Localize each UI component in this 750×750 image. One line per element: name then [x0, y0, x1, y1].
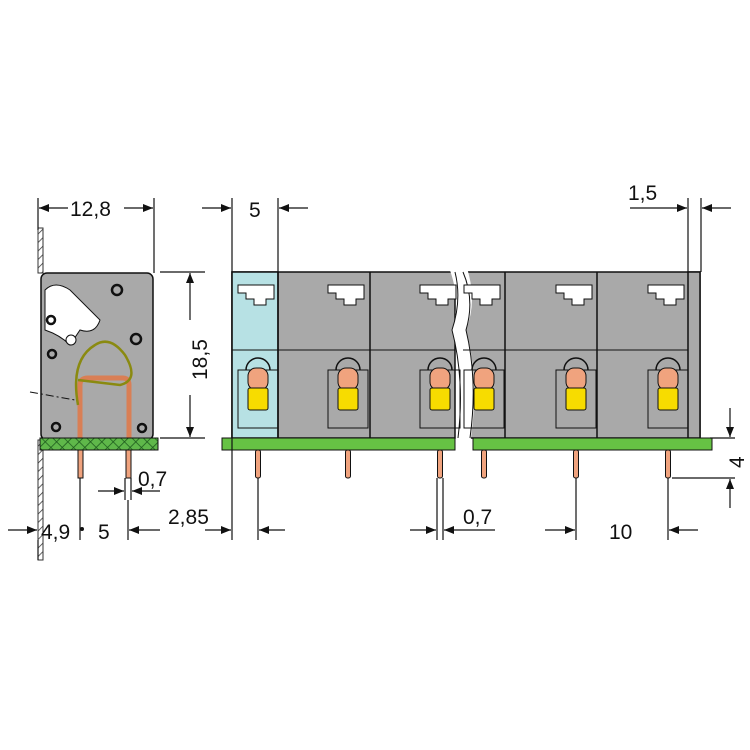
- push-button-slot-icon: [555, 284, 593, 306]
- clamp-loop: [563, 357, 589, 371]
- dim-pitch-top: 5: [249, 199, 261, 222]
- push-button-slot-icon: [647, 284, 685, 306]
- dim-pin-width-side: 0,7: [138, 468, 167, 491]
- push-button-slot-icon: [463, 284, 501, 306]
- dim-pitch-bottom: 10: [609, 521, 632, 544]
- end-plate: [687, 271, 701, 439]
- dim-pin-width-front: 0,7: [463, 506, 492, 529]
- pcb-front-left: [221, 437, 456, 451]
- contact-icon: [473, 367, 495, 391]
- marker-icon: [473, 387, 495, 411]
- contact-icon: [429, 367, 451, 391]
- pivot-icon: [65, 334, 77, 346]
- marker-icon: [337, 387, 359, 411]
- panel-hatch-top: [37, 227, 44, 274]
- contact-icon: [247, 367, 269, 391]
- dim-pin-length: 4: [726, 456, 749, 468]
- lever-slot: [44, 284, 101, 346]
- break-gap: [448, 265, 475, 445]
- marker-icon: [429, 387, 451, 411]
- contact-icon: [657, 367, 679, 391]
- dim-pin-offset-b: 5: [98, 521, 110, 544]
- clamp-loop: [335, 357, 361, 371]
- pin: [573, 449, 579, 479]
- center-line: [29, 391, 76, 401]
- front-view: [221, 265, 713, 479]
- pin: [255, 449, 261, 479]
- dim-pin-offset-a: 4,9: [41, 521, 70, 544]
- marker-icon: [565, 387, 587, 411]
- dot-separator: [80, 527, 84, 531]
- clamp-loop: [245, 357, 271, 371]
- pin-side-2: [125, 449, 132, 479]
- contact-icon: [337, 367, 359, 391]
- contact-icon: [565, 367, 587, 391]
- push-button-slot-icon: [419, 284, 457, 306]
- side-view: [29, 227, 159, 561]
- mounting-holes: [45, 283, 148, 434]
- pin: [481, 449, 487, 479]
- pin: [345, 449, 351, 479]
- pin: [665, 449, 671, 479]
- pcb-side: [39, 437, 159, 451]
- dim-width-side: 12,8: [70, 198, 111, 221]
- dim-first-pin-offset: 2,85: [168, 506, 209, 529]
- pcb-front-right: [472, 437, 713, 451]
- marker-icon: [247, 387, 269, 411]
- dim-end-plate: 1,5: [628, 182, 657, 205]
- clamp-loop: [471, 357, 497, 371]
- push-button-slot-icon: [237, 284, 275, 306]
- dimension-lines: [8, 198, 735, 560]
- marker-icon: [657, 387, 679, 411]
- pin: [437, 449, 443, 479]
- push-button-slot-icon: [327, 284, 365, 306]
- spring-clamp: [74, 340, 133, 406]
- dim-height: 18,5: [189, 339, 212, 380]
- clamp-loop: [655, 357, 681, 371]
- clamp-loop: [427, 357, 453, 371]
- pin-side-1: [77, 449, 84, 479]
